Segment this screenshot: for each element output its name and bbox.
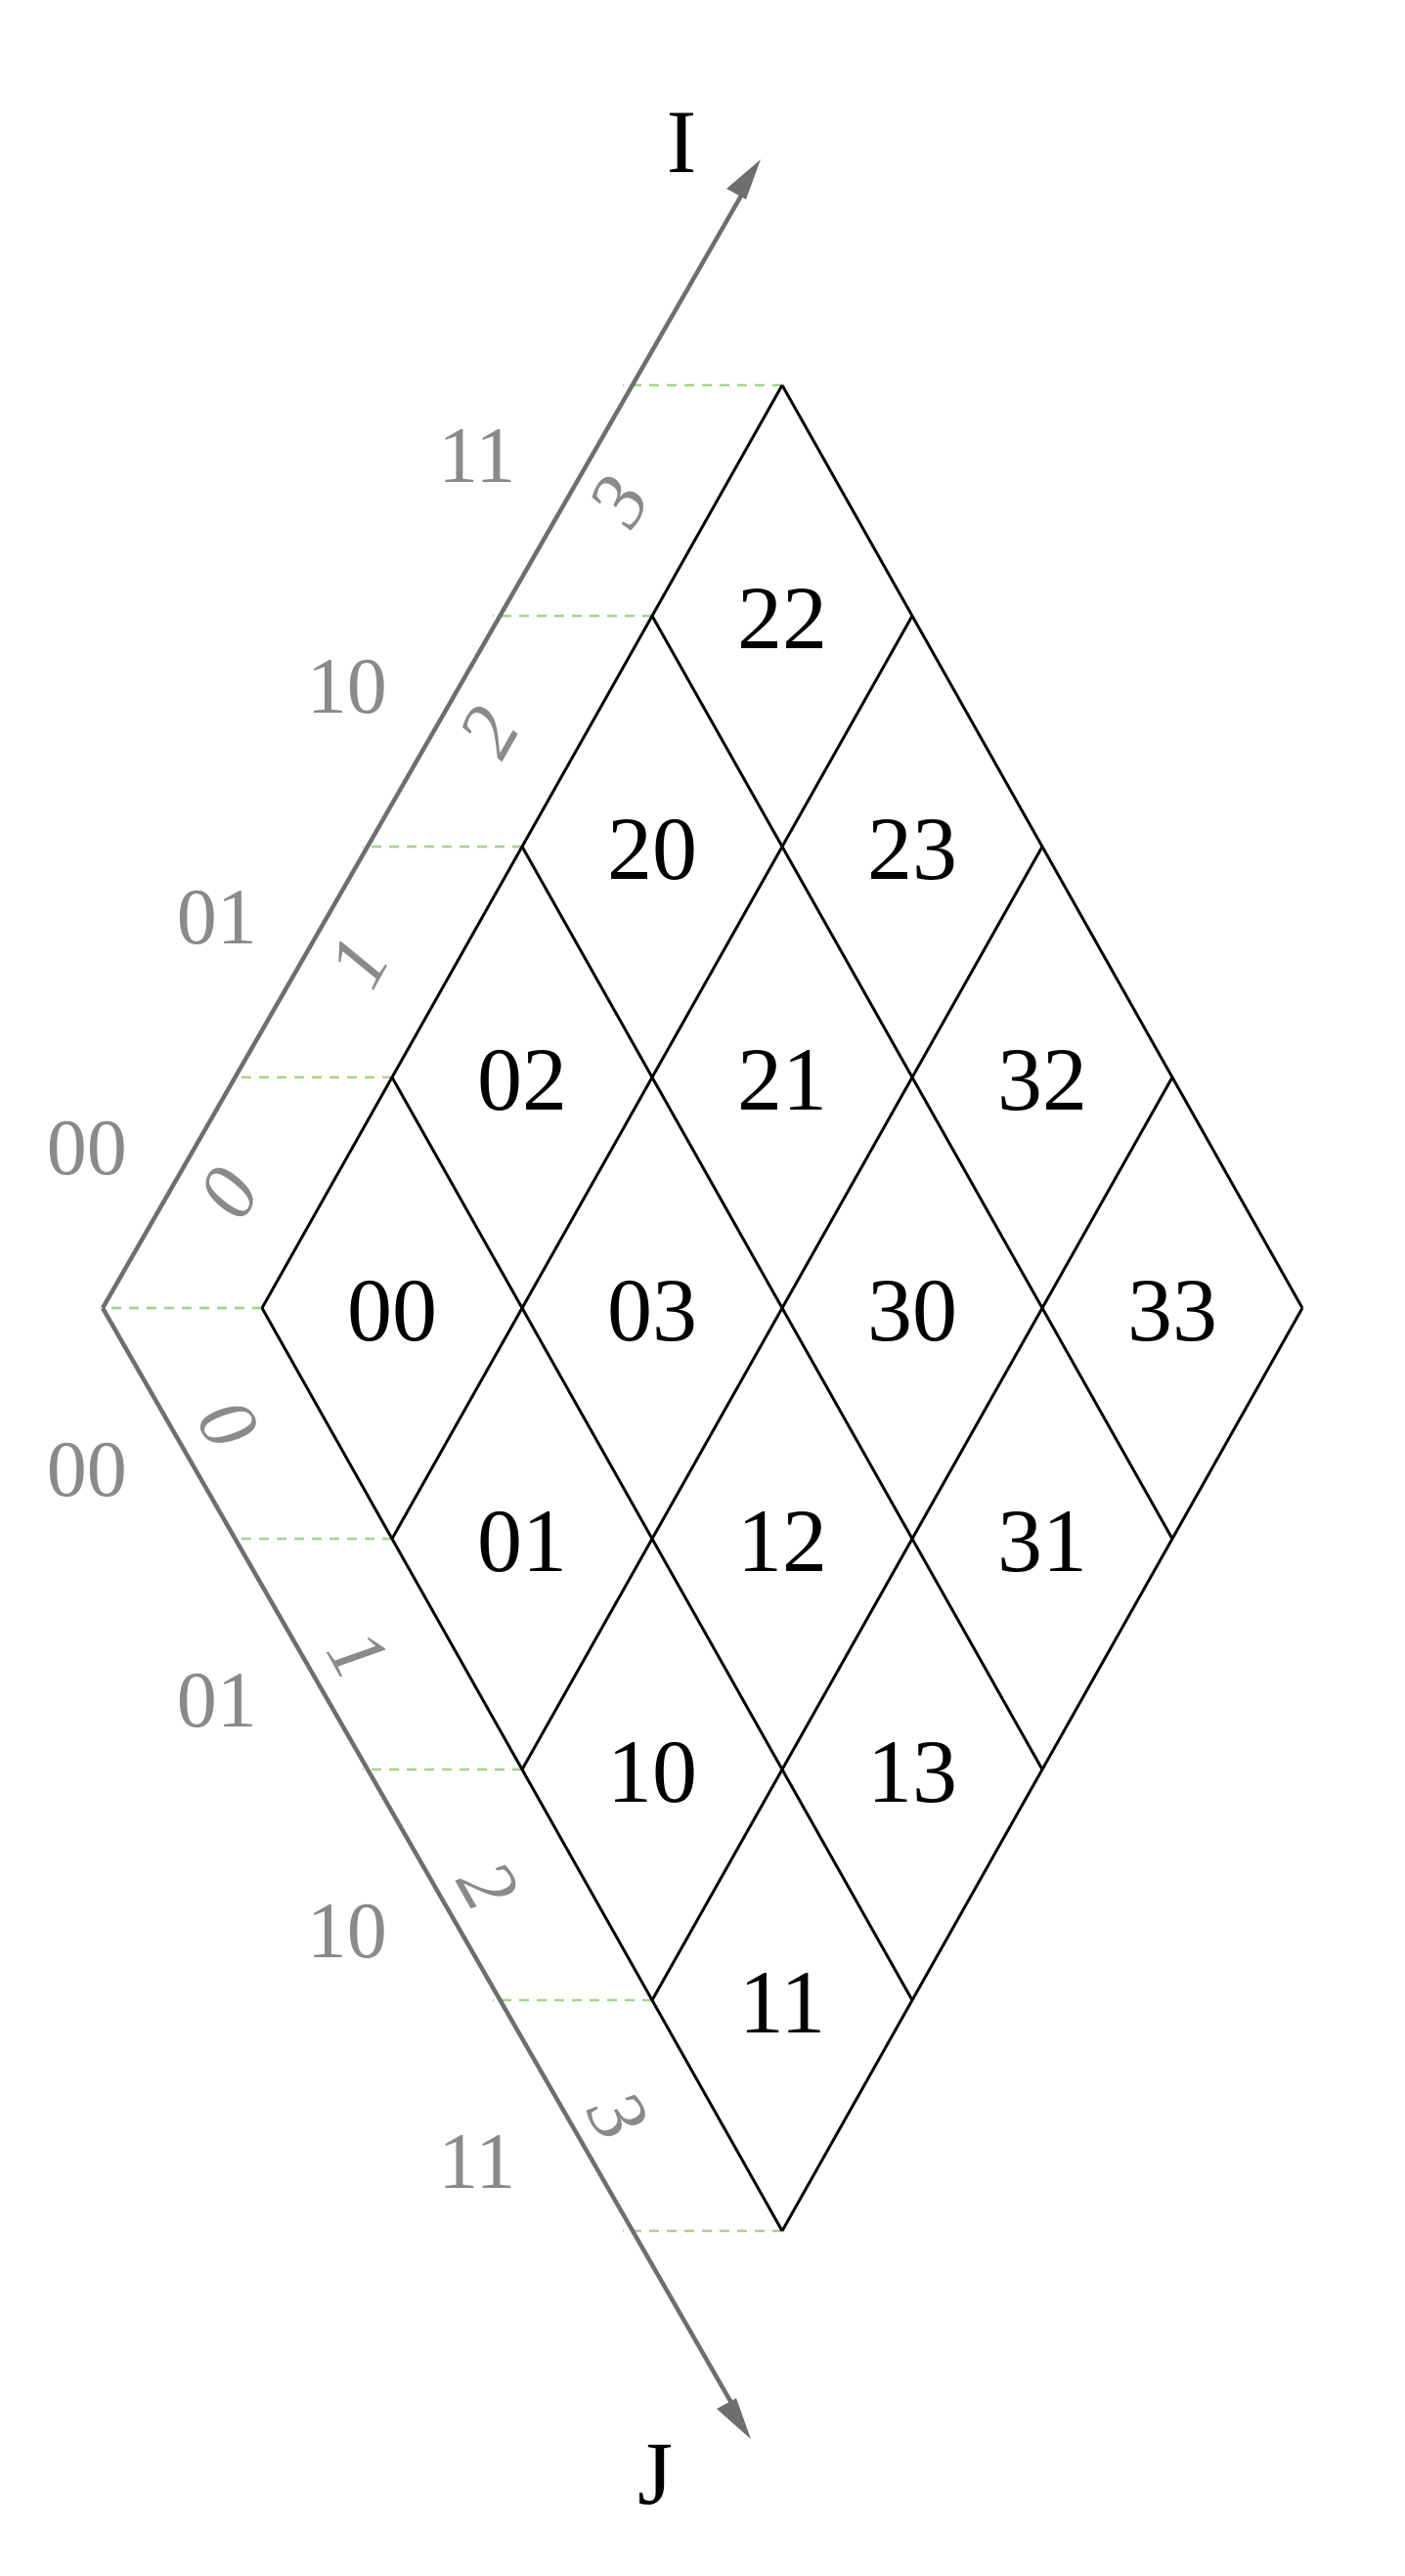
- grid-line-i-direction: [780, 1307, 1304, 2232]
- j-axis-binary-label: 10: [307, 1886, 387, 1975]
- i-axis-line: [101, 182, 750, 1310]
- cell-label: 03: [607, 1260, 697, 1360]
- j-axis-index-label: 2: [440, 1846, 537, 1924]
- grid-line-j-direction: [650, 615, 1174, 1540]
- i-axis-arrow-icon: [726, 159, 761, 199]
- dashed-guide-lines: [103, 383, 782, 2233]
- cell-label: 11: [739, 1952, 826, 2052]
- cell-label: 13: [867, 1722, 957, 1821]
- cell-label: 33: [1127, 1260, 1217, 1360]
- i-axis-name: I: [667, 92, 697, 192]
- cell-label: 31: [997, 1491, 1087, 1591]
- j-axis-index-label: 1: [310, 1615, 407, 1693]
- i-axis-index-label: 0: [180, 1154, 277, 1232]
- i-axis-index-label: 1: [310, 923, 407, 1001]
- i-axis-binary-label: 01: [177, 872, 257, 961]
- j-axis-name: J: [637, 2423, 673, 2523]
- cell-label: 32: [997, 1029, 1087, 1129]
- j-axis-arrow-icon: [717, 2398, 751, 2439]
- j-axis-binary-label: 01: [177, 1655, 257, 1744]
- i-axis-index-label: 2: [440, 692, 537, 770]
- j-axis-binary-label: 11: [438, 2117, 515, 2205]
- cell-label: 02: [477, 1029, 567, 1129]
- cell-label: 20: [607, 799, 697, 898]
- cell-label: 01: [477, 1491, 567, 1591]
- cell-label: 12: [737, 1491, 827, 1591]
- grid-line-j-direction: [780, 384, 1304, 1309]
- cell-grid: [260, 384, 1304, 2232]
- j-axis-binary-label: 00: [47, 1424, 127, 1513]
- cell-label: 22: [737, 568, 827, 668]
- j-axis-index-label: 0: [180, 1384, 277, 1463]
- i-axis-binary-label: 11: [438, 411, 515, 500]
- i-axis-binary-label: 00: [47, 1103, 127, 1192]
- axes-group: I J: [101, 92, 761, 2523]
- grid-line-i-direction: [650, 1076, 1174, 2001]
- j-axis-index-label: 3: [569, 2075, 667, 2155]
- j-axis-line: [101, 1306, 740, 2417]
- grid-line-j-direction: [520, 846, 1044, 1770]
- cell-label: 30: [867, 1260, 957, 1360]
- cell-label: 21: [737, 1029, 827, 1129]
- cell-label: 00: [347, 1260, 437, 1360]
- cell-label: 23: [867, 799, 957, 898]
- cell-label: 10: [607, 1722, 697, 1821]
- i-axis-binary-label: 10: [307, 641, 387, 730]
- i-axis-index-label: 3: [569, 461, 667, 541]
